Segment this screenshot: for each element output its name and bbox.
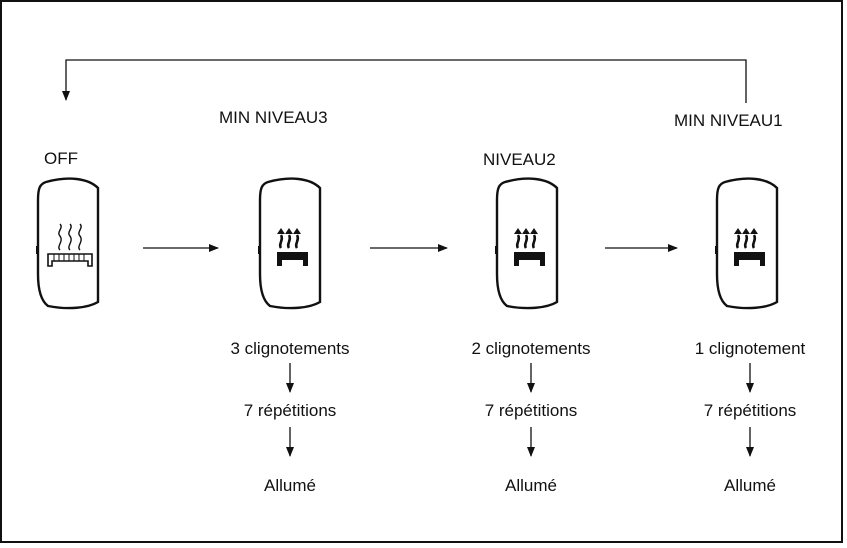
state-title-niv2: NIVEAU2 — [483, 150, 556, 169]
heated-seat-on-icon — [256, 177, 322, 310]
loop-back-arrow — [62, 59, 747, 103]
blink-count-min1: 1 clignotement — [694, 339, 806, 358]
result-niv2: Allumé — [505, 476, 557, 495]
repeat-count-min3: 7 répétitions — [243, 401, 337, 420]
state-title-min3: MIN NIVEAU3 — [219, 108, 328, 127]
blink-count-niv2: 2 clignotements — [471, 339, 591, 358]
result-min3: Allumé — [264, 476, 316, 495]
repeat-count-niv2: 7 répétitions — [484, 401, 578, 420]
repeat-count-min1: 7 répétitions — [703, 401, 797, 420]
result-min1: Allumé — [724, 476, 776, 495]
heated-seat-on-icon — [493, 177, 559, 310]
state-title-off: OFF — [44, 149, 78, 168]
heated-seat-off-icon — [34, 177, 100, 310]
state-title-min1: MIN NIVEAU1 — [674, 111, 783, 130]
blink-count-min3: 3 clignotements — [230, 339, 350, 358]
heated-seat-on-icon — [713, 177, 779, 310]
